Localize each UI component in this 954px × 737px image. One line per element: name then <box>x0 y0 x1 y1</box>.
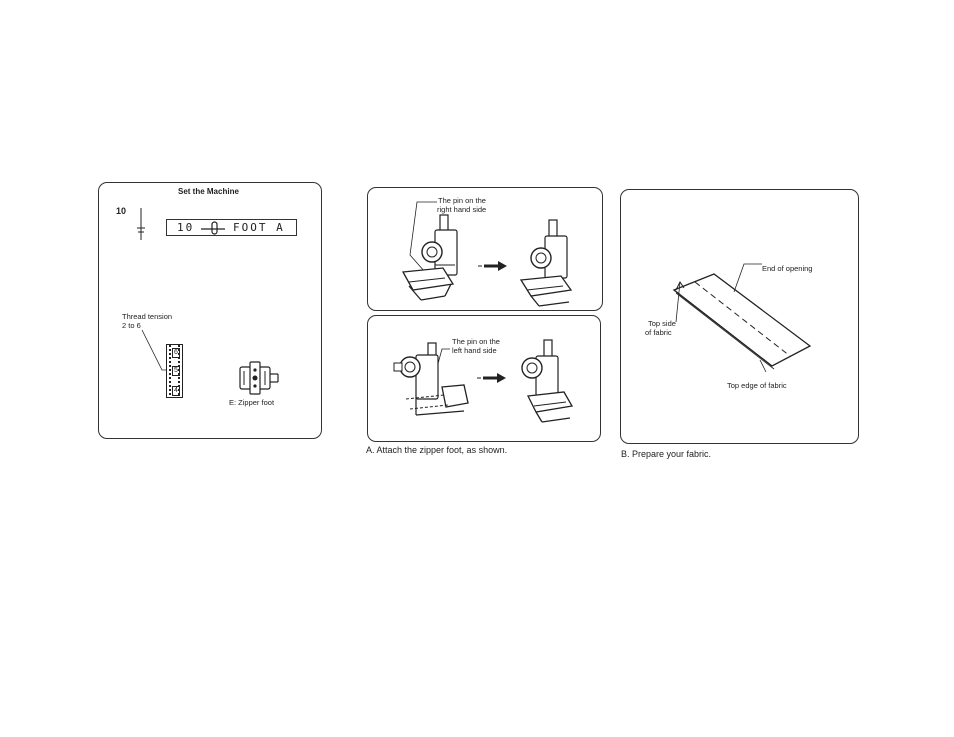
fabric-illustration <box>640 240 840 380</box>
top-edge-label: Top edge of fabric <box>727 381 787 390</box>
lcd-display: 10 FOOT A <box>166 219 297 236</box>
presser-foot-right-pin-before <box>395 200 475 305</box>
straight-stitch-icon <box>134 206 148 242</box>
arrow-right-icon-2 <box>475 372 507 384</box>
thread-tension-label: Thread tension <box>122 312 172 321</box>
dial-number-4: 4 <box>172 386 180 396</box>
zipper-foot-caption: E: Zipper foot <box>229 398 274 407</box>
set-machine-title: Set the Machine <box>178 187 239 196</box>
lcd-foot-label: FOOT A <box>233 221 285 234</box>
presser-foot-right-pin-after <box>515 220 585 308</box>
dial-number-6: 6 <box>172 348 180 358</box>
zipper-foot-icon <box>238 362 280 394</box>
straight-stitch-lcd-icon <box>201 221 225 235</box>
presser-foot-left-pin-before <box>392 335 478 435</box>
presser-foot-left-pin-after <box>520 340 590 430</box>
lcd-pattern-number: 10 <box>177 221 194 234</box>
tension-dial: 6 5 4 <box>166 344 183 398</box>
step-number: 10 <box>116 206 126 216</box>
dial-number-5: 5 <box>172 366 180 376</box>
prepare-fabric-caption: B. Prepare your fabric. <box>621 449 711 459</box>
attach-foot-caption: A. Attach the zipper foot, as shown. <box>366 445 507 455</box>
arrow-right-icon <box>476 260 508 272</box>
